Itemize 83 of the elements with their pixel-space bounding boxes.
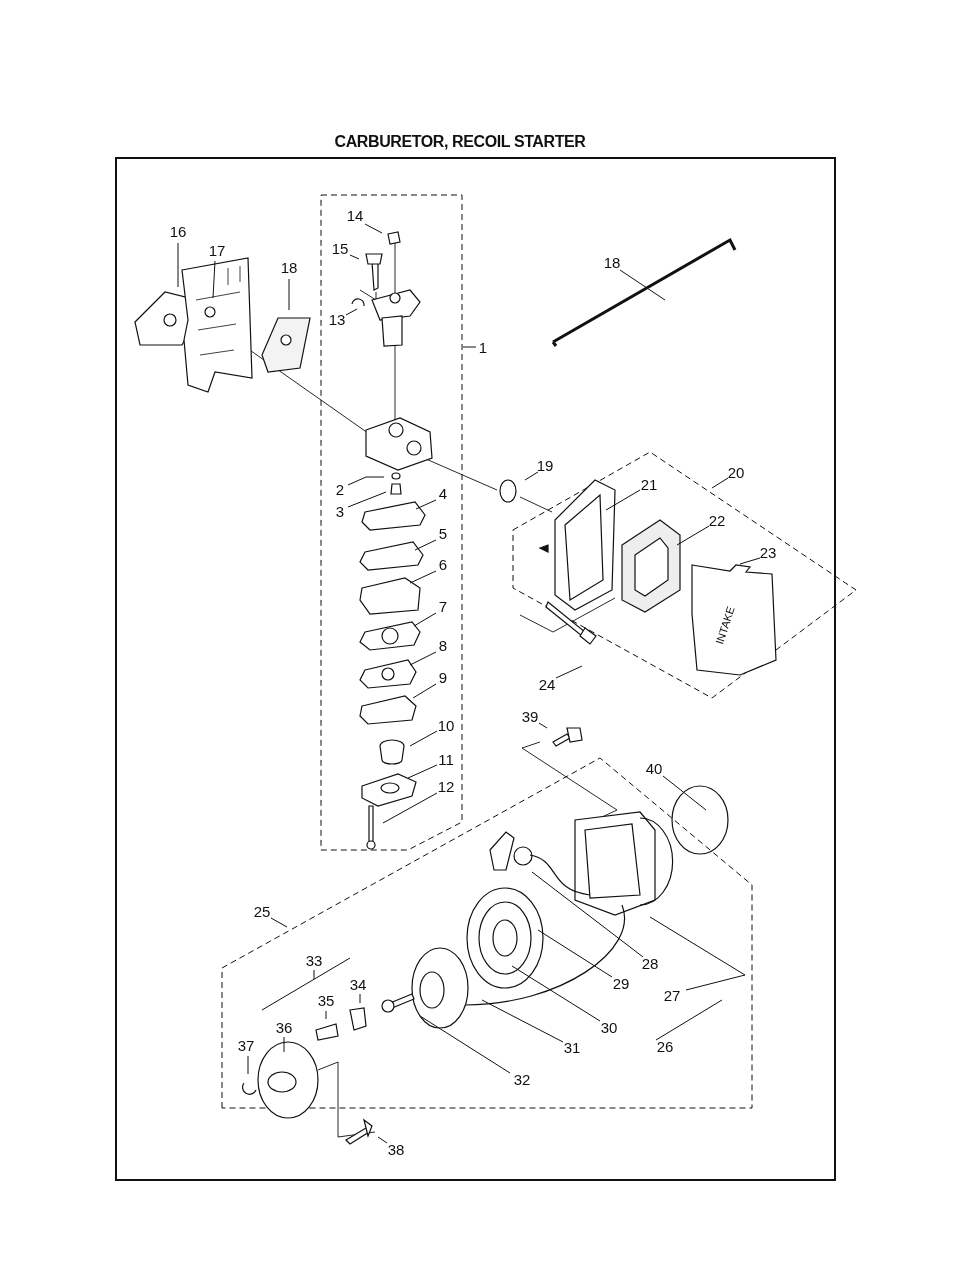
- leader-line: [414, 539, 437, 551]
- callout-number: 28: [641, 955, 659, 971]
- leader-line: [177, 242, 179, 288]
- callout-number: 1: [478, 339, 488, 355]
- callout-number: 30: [600, 1019, 618, 1035]
- leader-line: [359, 993, 361, 1004]
- callout-number: 40: [645, 760, 663, 776]
- leader-line: [531, 871, 644, 958]
- leader-line: [419, 1015, 511, 1074]
- leader-line: [481, 999, 564, 1043]
- leader-line: [655, 999, 723, 1041]
- callout-number: 27: [663, 987, 681, 1003]
- callout-number: 15: [331, 240, 349, 256]
- callout-number: 4: [438, 485, 448, 501]
- leader-line: [377, 1136, 388, 1144]
- callout-number: 25: [253, 903, 271, 919]
- callout-number: 2: [335, 481, 345, 497]
- callout-number: 5: [438, 525, 448, 541]
- leader-line: [662, 775, 707, 811]
- leader-line: [524, 471, 539, 481]
- callout-number: 22: [708, 512, 726, 528]
- callout-number: 18: [603, 254, 621, 270]
- callout-number: 11: [438, 751, 454, 767]
- callout-number: 3: [335, 503, 345, 519]
- leader-line: [409, 570, 437, 584]
- callout-number: 34: [349, 976, 367, 992]
- leader-line: [413, 612, 437, 627]
- leader-line: [619, 269, 666, 301]
- callout-number: 10: [437, 717, 455, 733]
- callout-number: 12: [437, 778, 455, 794]
- leader-line: [409, 651, 437, 666]
- callout-number: 8: [438, 637, 448, 653]
- leader-line: [511, 965, 601, 1022]
- callout-number: 26: [656, 1038, 674, 1054]
- leader-line: [676, 525, 710, 546]
- leader-line: [649, 916, 746, 991]
- leader-line: [212, 260, 216, 299]
- callout-number: 9: [438, 669, 448, 685]
- leader-line: [382, 792, 438, 824]
- leader-line: [313, 969, 315, 980]
- leader-line: [247, 1055, 249, 1075]
- leader-line: [605, 489, 641, 511]
- callout-number: 29: [612, 975, 630, 991]
- callout-number: 38: [387, 1141, 405, 1157]
- callout-number: 19: [536, 457, 554, 473]
- leader-line: [409, 730, 438, 747]
- leader-line: [364, 223, 383, 234]
- callout-number: 36: [275, 1019, 293, 1035]
- leader-line: [349, 254, 360, 260]
- diagram-title: CARBURETOR, RECOIL STARTER: [333, 132, 587, 152]
- callout-number: 31: [563, 1039, 581, 1055]
- leader-line: [347, 476, 385, 486]
- callout-number: 23: [759, 544, 777, 560]
- leader-line: [347, 491, 387, 508]
- leader-line: [270, 917, 288, 928]
- leader-line: [412, 683, 437, 699]
- callout-number: 16: [169, 223, 187, 239]
- callout-number: 32: [513, 1071, 531, 1087]
- leader-line: [325, 1010, 327, 1020]
- callout-number: 24: [538, 676, 556, 692]
- leader-line: [462, 346, 477, 348]
- callout-number: 14: [346, 207, 364, 223]
- callout-number: 13: [328, 311, 346, 327]
- callout-number: 6: [438, 556, 448, 572]
- callout-number: 21: [640, 476, 658, 492]
- leader-line: [538, 722, 548, 729]
- callout-number: 17: [208, 242, 226, 258]
- leader-line: [555, 665, 583, 679]
- callout-number: 35: [317, 992, 335, 1008]
- leader-line: [345, 308, 358, 316]
- leader-line: [283, 1036, 285, 1053]
- leader-line: [288, 278, 290, 311]
- leader-line: [739, 557, 761, 565]
- callout-number: 20: [727, 464, 745, 480]
- leader-line: [537, 929, 613, 978]
- leader-line: [415, 499, 437, 510]
- callout-number: 33: [305, 952, 323, 968]
- callout-number: 37: [237, 1037, 255, 1053]
- callout-number: 39: [521, 708, 539, 724]
- leader-line: [711, 477, 729, 489]
- callout-number: 18: [280, 259, 298, 275]
- leader-line: [407, 764, 438, 779]
- callout-number: 7: [438, 598, 448, 614]
